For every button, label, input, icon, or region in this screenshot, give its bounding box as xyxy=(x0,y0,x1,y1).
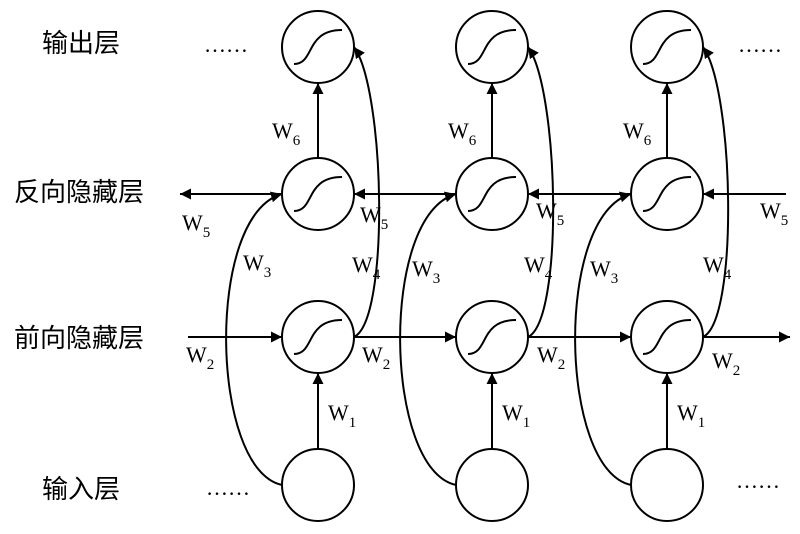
w6-label-1: W6 xyxy=(272,118,301,149)
w3-label-2: W3 xyxy=(412,256,440,287)
w6-label-3: W6 xyxy=(623,118,652,149)
w4-edge-2 xyxy=(527,46,555,338)
w3-label-3: W3 xyxy=(590,256,618,287)
w4-label-1: W4 xyxy=(352,252,381,283)
backward-hidden-node-3 xyxy=(630,157,704,231)
w5-label-1: W5 xyxy=(360,202,388,233)
sigmoid-icon xyxy=(467,319,517,355)
input-layer-label: 输入层 xyxy=(42,475,121,505)
w4-edge-3 xyxy=(702,46,730,338)
connections xyxy=(180,46,790,486)
w3-edge-1 xyxy=(225,191,283,486)
forward-hidden-node-2 xyxy=(455,300,529,374)
backward-hidden-layer-label: 反向隐藏层 xyxy=(14,178,145,208)
w5-label-3: W5 xyxy=(760,198,788,229)
input-node-1 xyxy=(281,448,355,522)
w4-label-2: W4 xyxy=(524,252,553,283)
w1-label-3: W1 xyxy=(677,400,705,431)
sigmoid-icon xyxy=(467,29,517,65)
w4-label-3: W4 xyxy=(703,252,732,283)
w2-label-0: W2 xyxy=(186,342,214,373)
w1-label-2: W1 xyxy=(502,400,530,431)
backward-hidden-node-1 xyxy=(281,157,355,231)
sigmoid-icon xyxy=(642,29,692,65)
input-node-3 xyxy=(630,448,704,522)
sigmoid-icon xyxy=(642,319,692,355)
w1-label-1: W1 xyxy=(328,400,356,431)
input-node-2 xyxy=(455,448,529,522)
w4-edge-1 xyxy=(353,46,381,338)
w3-edge-3 xyxy=(574,191,632,486)
output-layer-label: 输出层 xyxy=(42,29,121,59)
output-node-3 xyxy=(630,10,704,84)
w3-edge-2 xyxy=(399,191,457,486)
ellipsis-input-right: …… xyxy=(736,468,780,493)
sigmoid-icon xyxy=(293,319,343,355)
sigmoid-icon xyxy=(642,176,692,212)
w2-label-2: W2 xyxy=(537,342,565,373)
w2-label-1: W2 xyxy=(362,342,390,373)
sigmoid-icon xyxy=(293,176,343,212)
forward-hidden-layer-label: 前向隐藏层 xyxy=(14,324,145,354)
forward-hidden-node-1 xyxy=(281,300,355,374)
w3-label-1: W3 xyxy=(243,250,271,281)
w5-label-2: W5 xyxy=(536,198,564,229)
w6-label-2: W6 xyxy=(448,118,477,149)
output-node-2 xyxy=(455,10,529,84)
output-node-1 xyxy=(281,10,355,84)
ellipsis-input-left: …… xyxy=(206,475,250,500)
forward-hidden-node-3 xyxy=(630,300,704,374)
backward-hidden-node-2 xyxy=(455,157,529,231)
sigmoid-icon xyxy=(293,29,343,65)
w5-label-0: W5 xyxy=(182,210,210,241)
w2-label-3: W2 xyxy=(712,348,740,379)
ellipsis-output-right: …… xyxy=(738,32,782,57)
ellipsis-output-left: …… xyxy=(204,32,248,57)
sigmoid-icon xyxy=(467,176,517,212)
